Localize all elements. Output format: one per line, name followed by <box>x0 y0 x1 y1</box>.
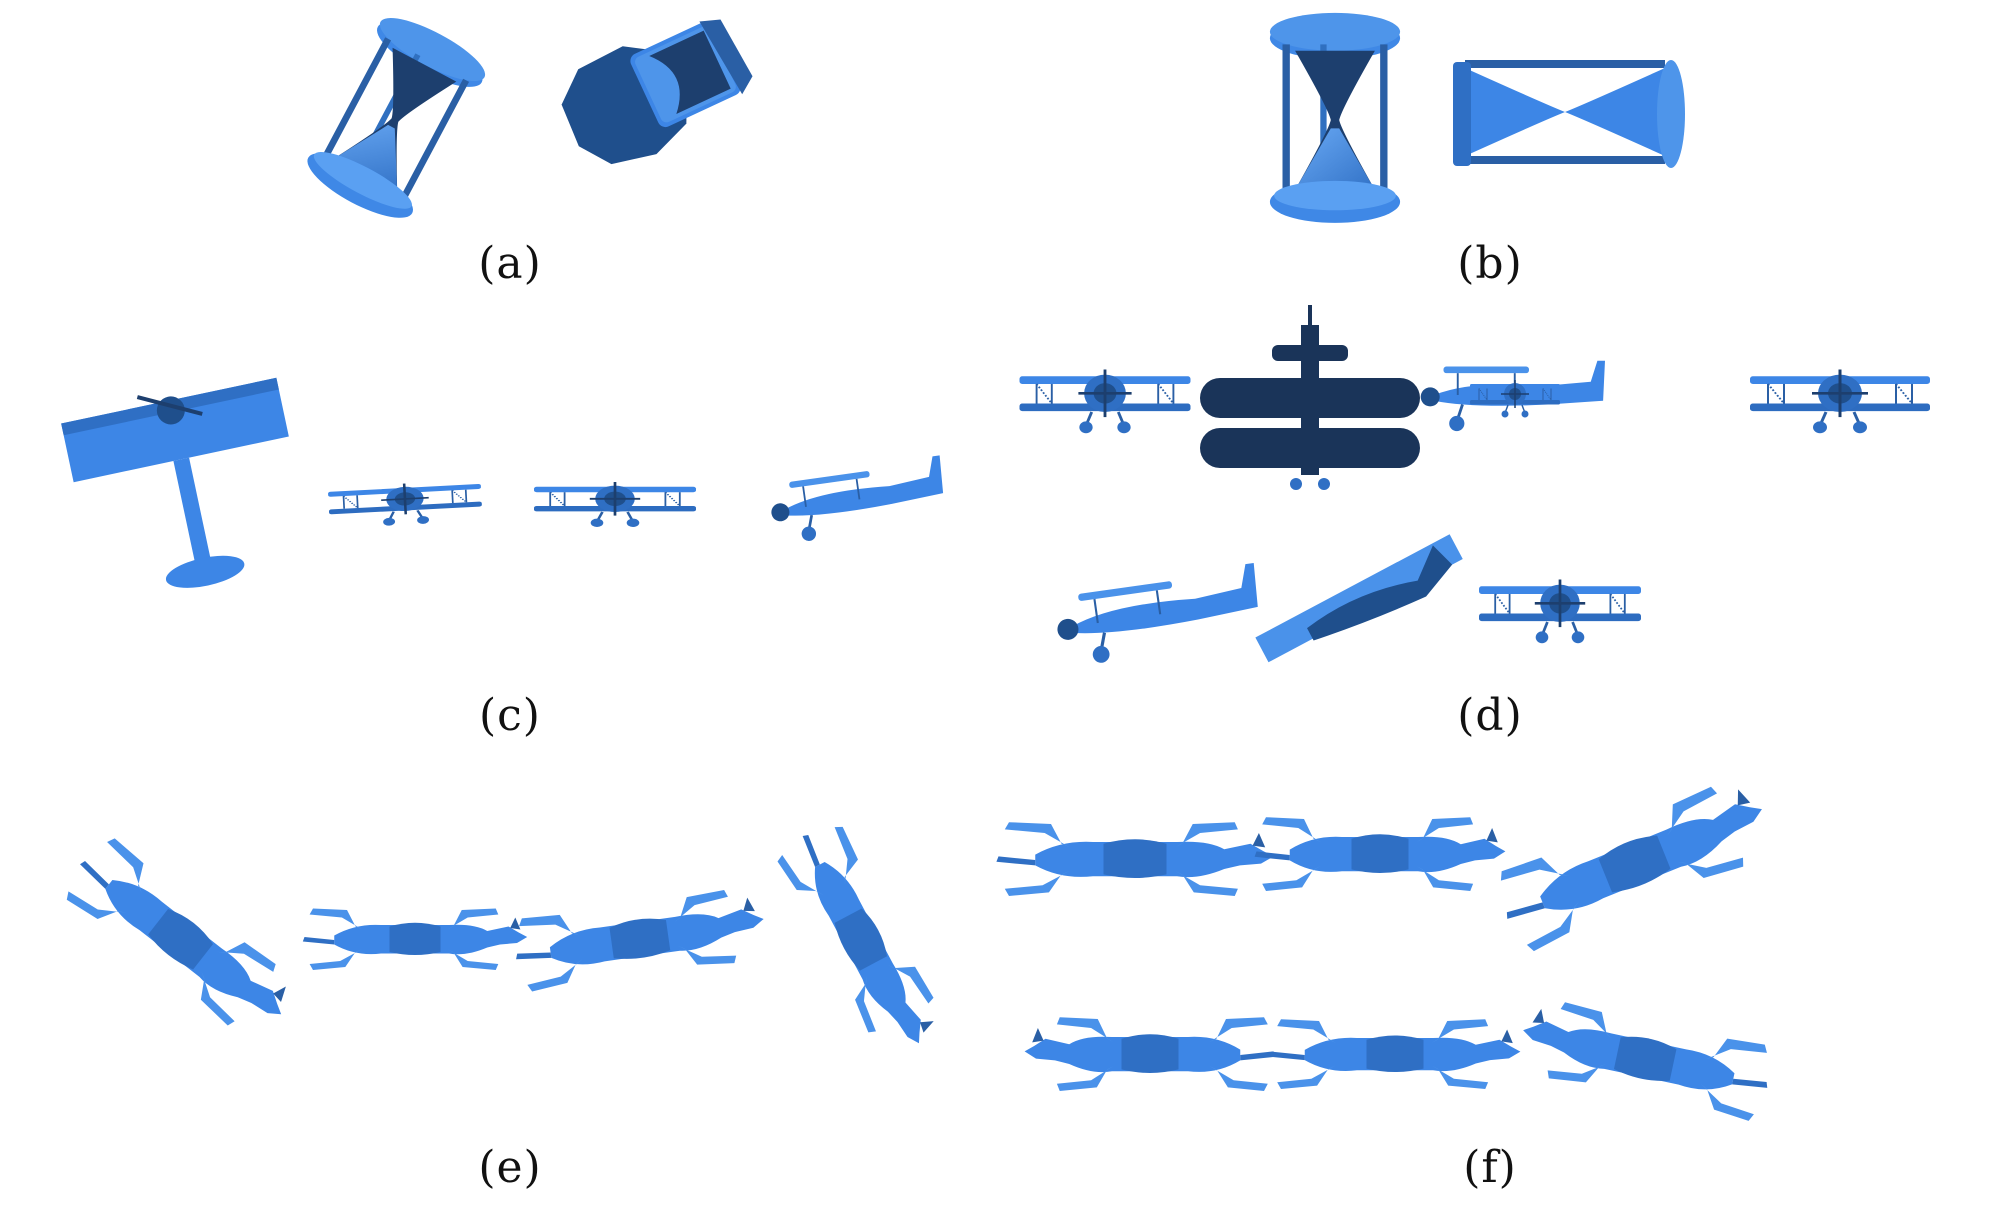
panel-b: (b) <box>995 0 1990 300</box>
caption-d: (d) <box>1457 690 1523 741</box>
biplane-icon <box>1018 305 1932 670</box>
caption-b: (b) <box>1457 238 1523 289</box>
panel-c: (c) <box>0 300 995 760</box>
caption-c: (c) <box>479 690 541 741</box>
panel-a: (a) <box>0 0 995 300</box>
hourglass-icon <box>1269 12 1685 223</box>
caption-a: (a) <box>478 238 542 289</box>
biplane-icon <box>61 377 951 588</box>
panel-f: (f) <box>995 760 1990 1226</box>
caption-e: (e) <box>478 1142 542 1193</box>
caption-f: (f) <box>1463 1142 1517 1193</box>
panel-e: (e) <box>0 760 995 1226</box>
panel-d: (d) <box>995 300 1990 760</box>
hourglass-icon <box>299 6 753 230</box>
